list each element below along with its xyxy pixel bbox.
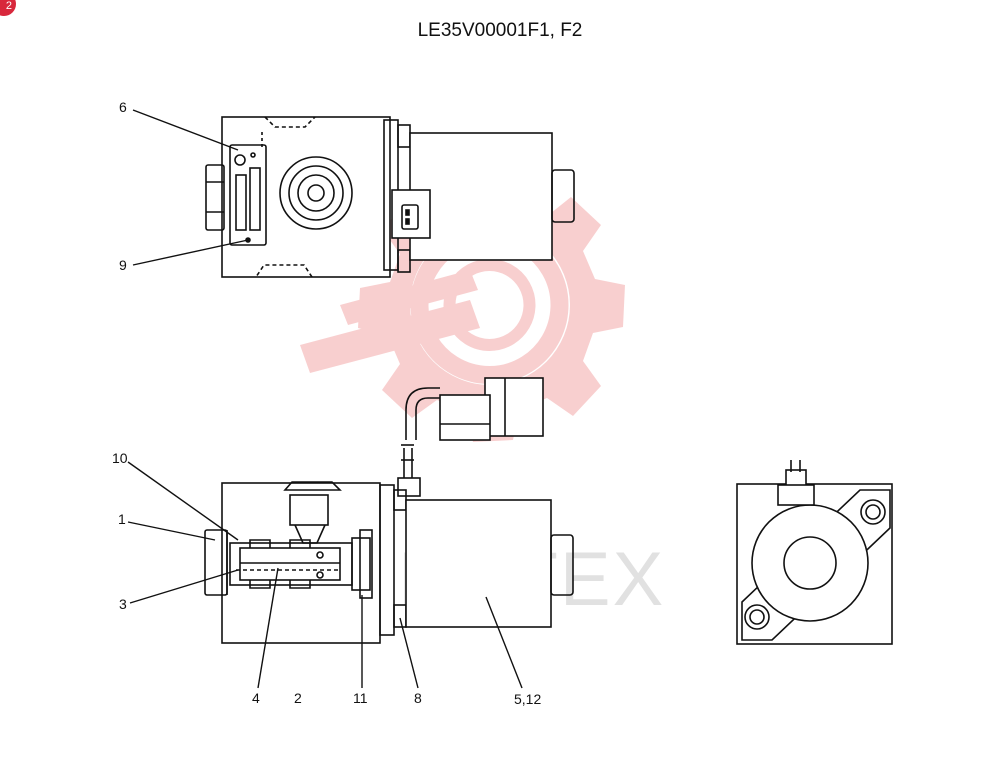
page-badge: 2 [0,0,16,16]
drawing-title: LE35V00001F1, F2 [417,20,583,41]
section-view [204,377,574,644]
callout-4: 4 [252,690,260,706]
callout-6: 6 [119,99,127,115]
callout-3: 3 [119,596,127,612]
callout-1: 1 [118,511,126,527]
callout-5-12: 5,12 [514,691,541,707]
callout-8: 8 [414,690,422,706]
callout-11: 11 [353,690,368,706]
top-view [205,116,575,278]
callout-9: 9 [119,257,127,273]
callout-2: 2 [294,690,302,706]
leader-lines [127,109,523,689]
callout-10: 10 [112,450,128,466]
callouts: 6 9 10 1 3 4 2 11 8 5,12 [112,99,541,707]
end-view [736,460,893,645]
